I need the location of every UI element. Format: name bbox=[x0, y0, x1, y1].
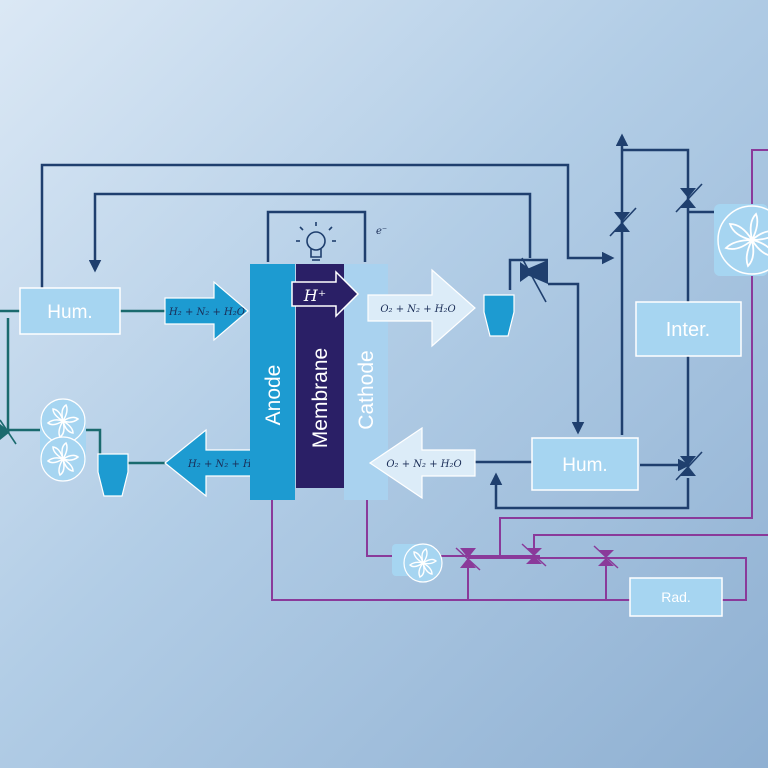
valve-icon bbox=[455, 547, 481, 571]
separator-icon bbox=[97, 453, 129, 497]
intercooler: Inter. bbox=[635, 301, 742, 357]
radiator: Rad. bbox=[629, 577, 723, 617]
proton-arrow bbox=[291, 270, 360, 318]
humidifier-right-label: Hum. bbox=[562, 455, 607, 476]
cathode-outlet-flow-label: O₂ + N₂ + H₂O bbox=[380, 304, 455, 315]
valve-icon bbox=[0, 419, 17, 445]
coolant-line-branch bbox=[533, 534, 768, 556]
coolant-line-up bbox=[499, 149, 768, 556]
anode-inlet-arrow: H₂ + N₂ + H₂O bbox=[164, 280, 249, 342]
electron-circuit bbox=[266, 210, 367, 262]
fan-icon bbox=[46, 403, 80, 439]
valve-icon bbox=[675, 183, 703, 213]
humidifier-right: Hum. bbox=[531, 437, 639, 491]
anode-layer bbox=[250, 264, 295, 500]
coolant-pump bbox=[392, 543, 443, 583]
coolant-line-bottom bbox=[271, 462, 630, 601]
humidifier-left-label: Hum. bbox=[47, 302, 92, 323]
air-line-inter-loop bbox=[622, 148, 690, 470]
anode-inlet-flow-label: H₂ + N₂ + H₂O bbox=[168, 307, 245, 318]
valve-icon bbox=[593, 545, 619, 569]
cathode-inlet-arrow: O₂ + N₂ + H₂O bbox=[368, 426, 476, 500]
intercooler-label: Inter. bbox=[666, 319, 710, 341]
hydrogen-lines bbox=[0, 309, 165, 465]
cathode-label: Cathode bbox=[355, 350, 378, 429]
coolant-line-cathode bbox=[366, 500, 400, 557]
lightbulb-icon bbox=[296, 222, 336, 261]
proton-label: H⁺ bbox=[303, 286, 326, 305]
cathode-inlet-flow-label: O₂ + N₂ + H₂O bbox=[386, 459, 461, 470]
air-line-valve-top bbox=[508, 258, 548, 290]
membrane-label: Membrane bbox=[309, 348, 332, 448]
separator-icon bbox=[483, 294, 515, 337]
fan-icon bbox=[724, 212, 768, 268]
anode-label: Anode bbox=[262, 365, 285, 426]
h2-line-fans bbox=[85, 428, 102, 463]
electron-label: e⁻ bbox=[376, 226, 387, 237]
anode-outlet-flow-label: H₂ + N₂ + H₂O bbox=[187, 459, 264, 470]
fan-icon bbox=[408, 548, 438, 578]
valve-icon bbox=[520, 257, 548, 303]
compressor bbox=[714, 204, 768, 276]
radiator-label: Rad. bbox=[661, 589, 691, 605]
recirculation-blower bbox=[40, 398, 86, 482]
air-line-bottom-return bbox=[489, 472, 690, 510]
fuel-cell-stack: Anode Membrane Cathode H⁺ bbox=[250, 264, 388, 500]
humidifier-left: Hum. bbox=[19, 287, 121, 335]
valve-icon bbox=[609, 207, 637, 237]
air-line-top-loop bbox=[40, 163, 615, 288]
cathode-outlet-arrow: O₂ + N₂ + H₂O bbox=[367, 268, 476, 348]
air-line-to-hum bbox=[548, 282, 585, 435]
air-line-second-loop bbox=[88, 192, 532, 273]
valve-icon bbox=[675, 451, 703, 481]
fan-icon bbox=[46, 441, 80, 477]
air-lines bbox=[40, 133, 714, 510]
valve-icon bbox=[521, 543, 547, 567]
